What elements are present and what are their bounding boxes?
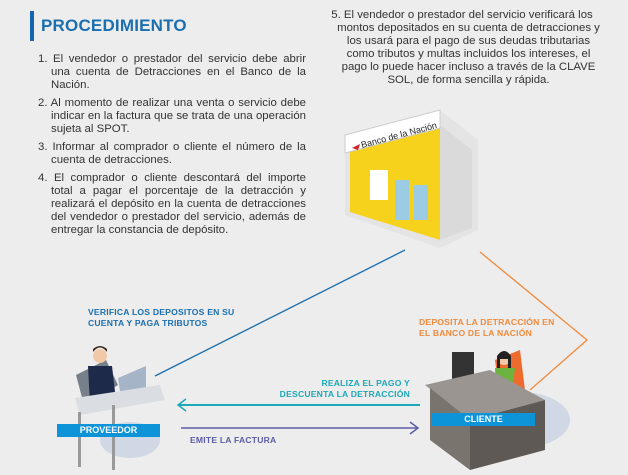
client-desk-icon (425, 350, 570, 470)
deposit-arrow (479, 251, 589, 391)
verify-label: VERIFICA LOS DEPOSITOS EN SU CUENTA Y PA… (88, 307, 235, 328)
steps-list: 1. El vendedor o prestador del servicio … (38, 53, 306, 242)
step-1: 1. El vendedor o prestador del servicio … (38, 53, 306, 91)
payment-label: REALIZA EL PAGO Y DESCUENTA LA DETRACCIÓ… (279, 378, 410, 399)
provider-desk-icon (75, 346, 165, 470)
invoice-label: EMITE LA FACTURA (190, 435, 277, 445)
page-title: PROCEDIMIENTO (41, 16, 187, 35)
title-accent-bar (30, 11, 34, 41)
bank-building-icon: Banco de la Nación (344, 109, 478, 248)
verify-arrow (154, 249, 406, 377)
step-5: 5. El vendedor o prestador del servicio … (331, 9, 600, 86)
step-2: 2. Al momento de realizar una venta o se… (38, 97, 306, 135)
step-4: 4. El comprador o cliente descontará del… (38, 172, 306, 236)
step-3: 3. Informar al comprador o cliente el nú… (38, 141, 306, 166)
deposit-label: DEPOSITA LA DETRACCIÓN EN EL BANCO DE LA… (419, 317, 555, 338)
provider-tag: PROVEEDOR (57, 424, 160, 437)
client-tag: CLIENTE (432, 413, 535, 426)
